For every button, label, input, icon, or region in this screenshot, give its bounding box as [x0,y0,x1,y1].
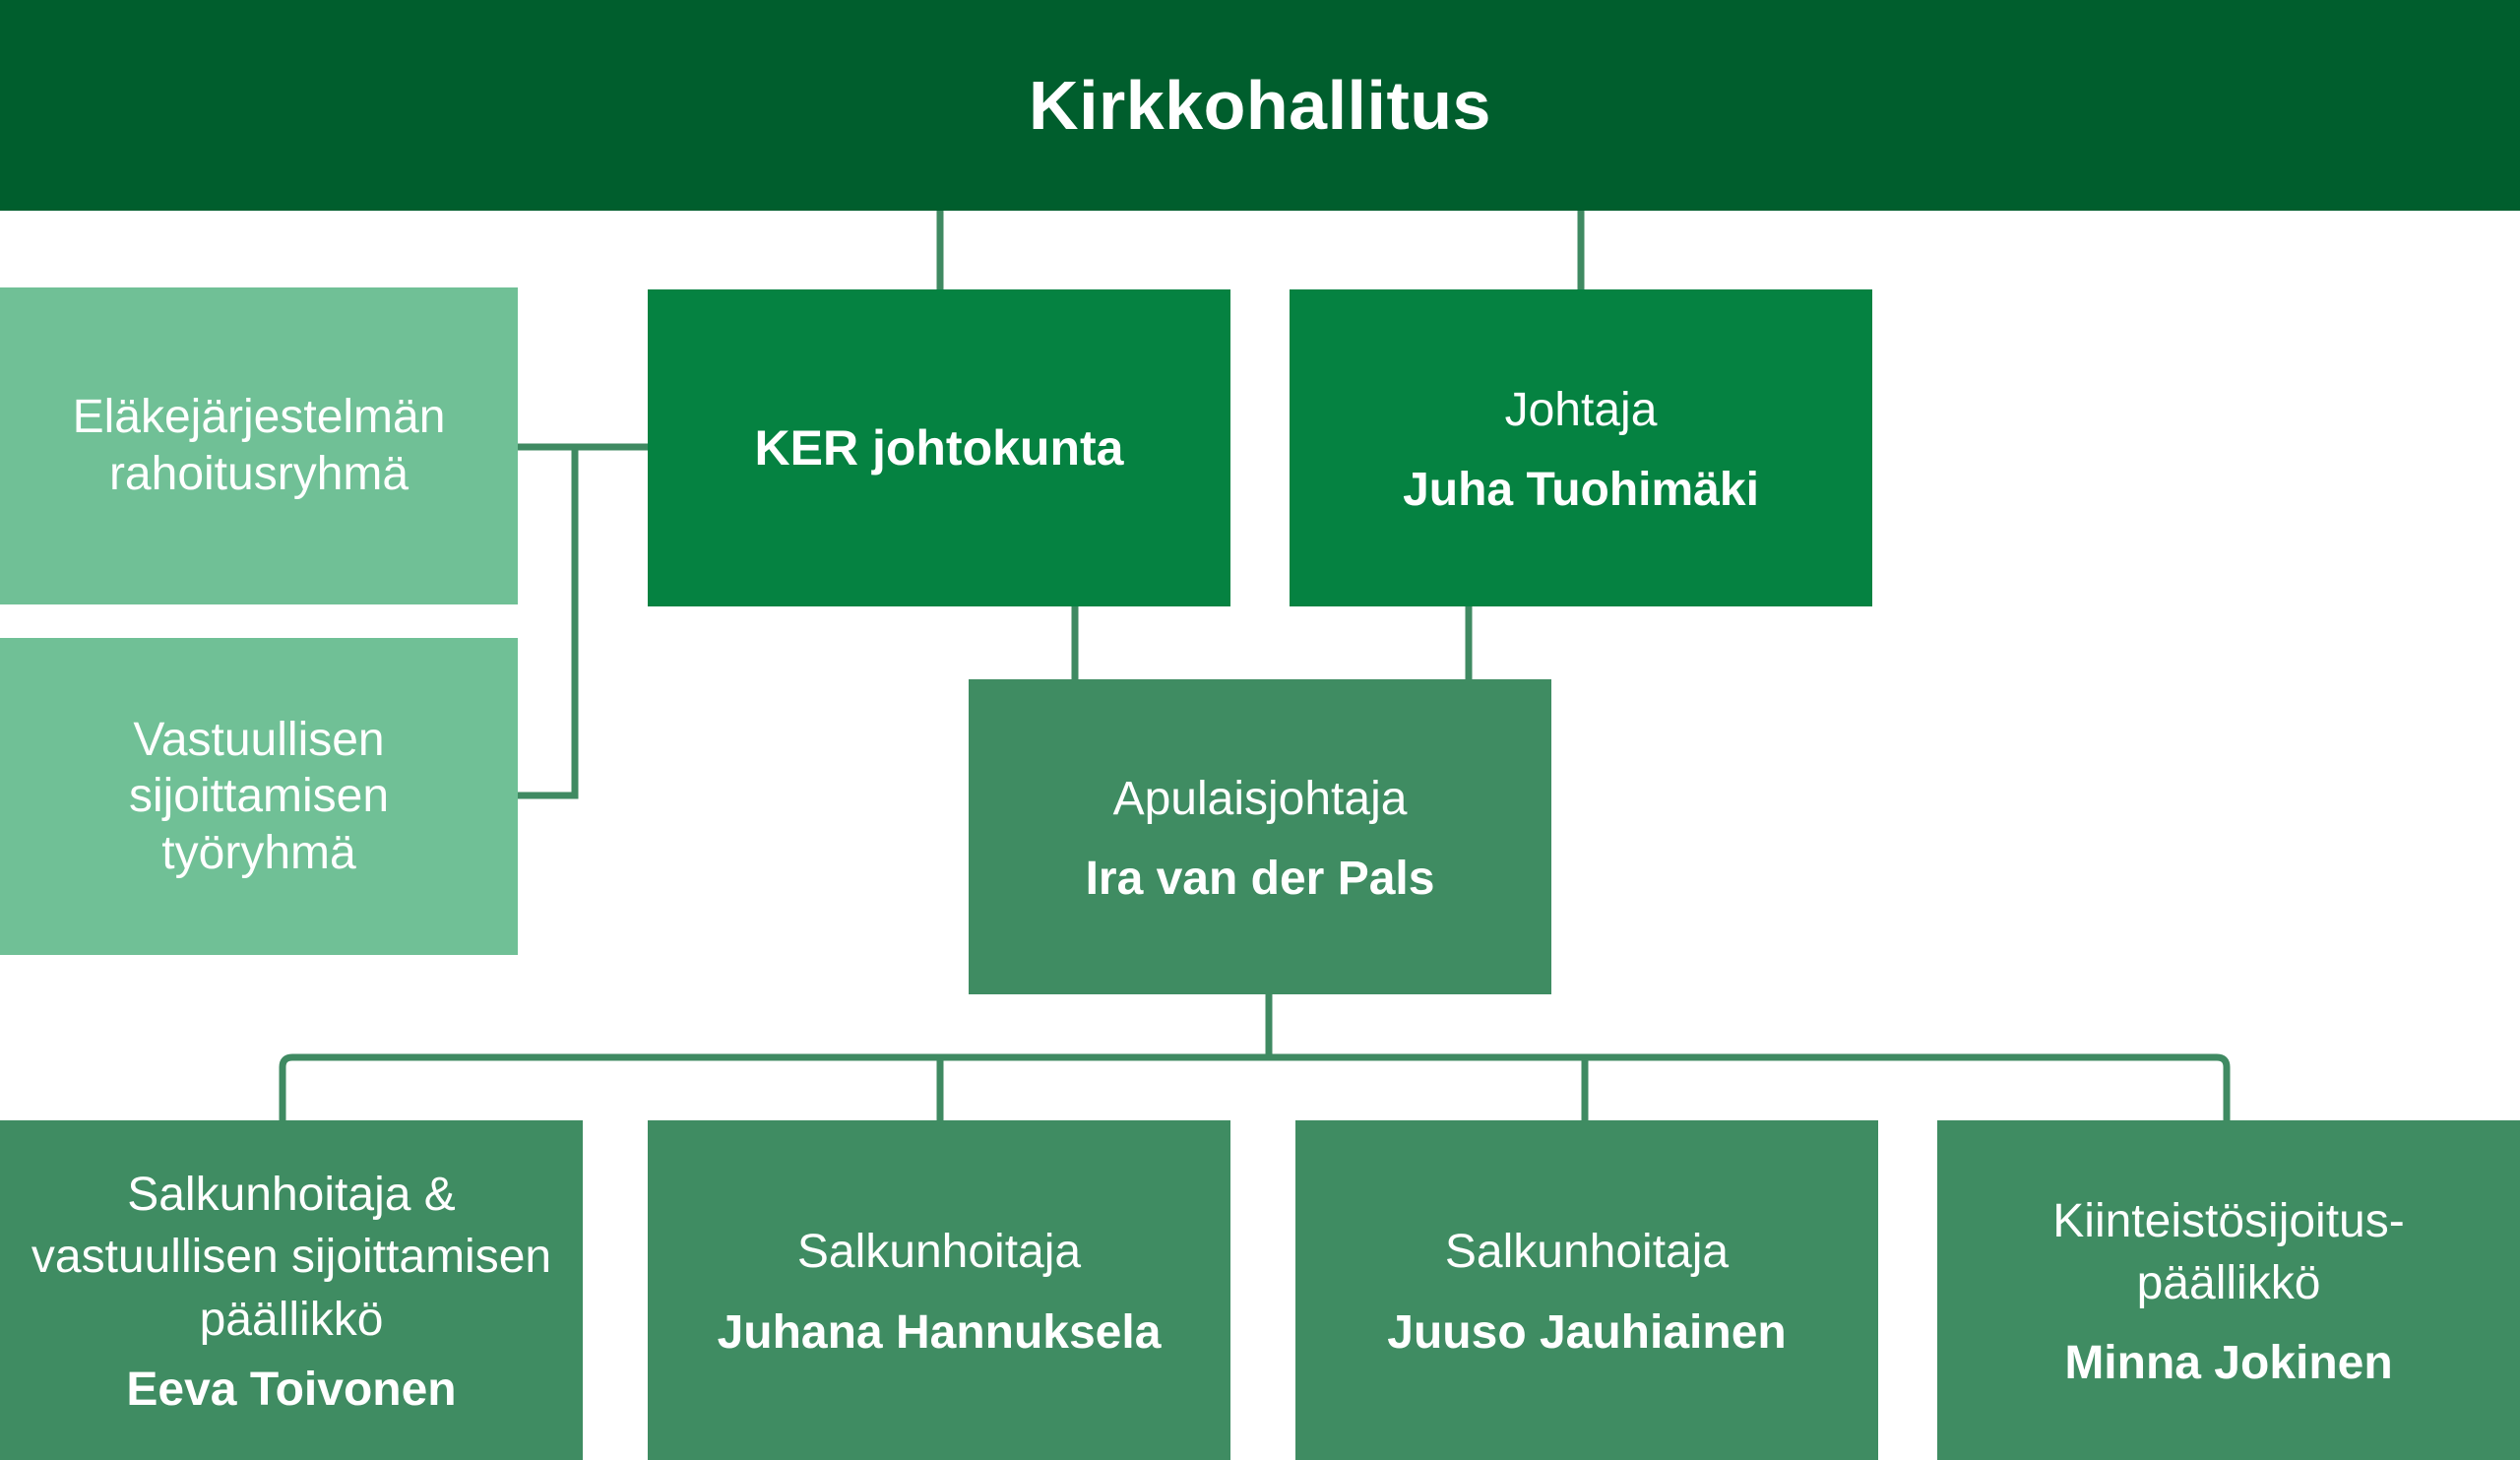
manager-role-3: Salkunhoitaja [1444,1226,1730,1279]
director-role: Johtaja [1504,383,1658,436]
manager-role-2: Salkunhoitaja [796,1226,1082,1279]
top-organization-box: Kirkkohallitus [0,0,2520,211]
responsible-investing-group-box: Vastuullisen sijoittamisen työryhmä [0,638,518,955]
board-box: KER johtokunta [648,289,1230,606]
manager-person-1: Eeva Toivonen [126,1364,457,1417]
connector-managers-bus [279,1053,2231,1122]
responsible-investing-group-label: Vastuullisen sijoittamisen työryhmä [128,713,390,879]
manager-person-4: Minna Jokinen [2064,1337,2393,1390]
manager-person-2: Juhana Hannuksela [717,1305,1162,1359]
manager-box-4: Kiinteistösijoitus-päällikkö Minna Jokin… [1937,1120,2520,1460]
manager-box-1: Salkunhoitaja & vastuullisen sijoittamis… [0,1120,583,1460]
manager-person-3: Juuso Jauhiainen [1387,1305,1787,1359]
manager-role-1: Salkunhoitaja & vastuullisen sijoittamis… [31,1168,552,1346]
top-organization-name: Kirkkohallitus [1029,67,1491,144]
deputy-role: Apulaisjohtaja [1112,772,1408,825]
manager-role-4: Kiinteistösijoitus-päällikkö [2052,1194,2405,1309]
connector-groups-board [518,443,650,799]
deputy-person: Ira van der Pals [1085,853,1435,906]
director-person: Juha Tuohimäki [1403,464,1759,517]
director-box: Johtaja Juha Tuohimäki [1290,289,1872,606]
deputy-box: Apulaisjohtaja Ira van der Pals [969,679,1551,994]
pension-funding-group-box: Eläkejärjestelmän rahoitusryhmä [0,287,518,604]
manager-box-2: Salkunhoitaja Juhana Hannuksela [648,1120,1230,1460]
pension-funding-group-label: Eläkejärjestelmän rahoitusryhmä [72,391,446,500]
manager-box-3: Salkunhoitaja Juuso Jauhiainen [1295,1120,1878,1460]
board-label: KER johtokunta [754,420,1124,476]
